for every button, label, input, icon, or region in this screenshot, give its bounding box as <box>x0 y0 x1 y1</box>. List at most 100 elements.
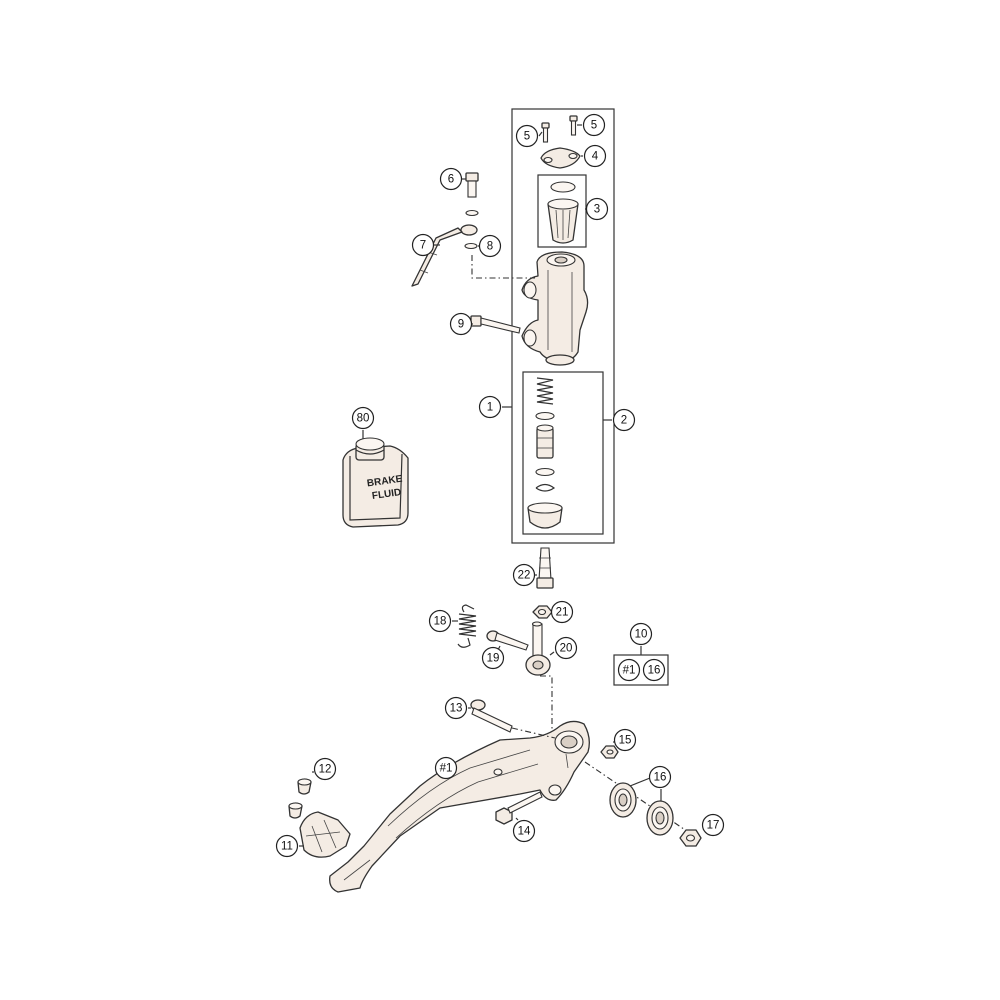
banjo-bolt <box>462 172 479 198</box>
callout-number: 11 <box>281 841 293 853</box>
brake-fluid-bottle <box>342 430 409 528</box>
callout-number: 2 <box>621 415 627 427</box>
callout-number: 16 <box>654 772 667 784</box>
callout-circle <box>478 395 502 419</box>
callout-number: 19 <box>487 653 500 665</box>
callout-circle <box>583 144 607 168</box>
screw-pair <box>538 115 582 143</box>
brake-pedal-kit-box <box>613 646 669 686</box>
callout-circle <box>411 233 435 257</box>
callout-number: 14 <box>518 826 531 838</box>
callout-number: 3 <box>594 204 600 216</box>
pedal-bolt <box>495 791 543 825</box>
pivot-sleeve <box>468 699 513 733</box>
callout-circle <box>449 312 473 336</box>
callout-circle <box>444 696 468 720</box>
callout-circle <box>648 765 672 789</box>
bottle-label-line1: BRAKE <box>366 474 403 490</box>
master-cylinder-body <box>521 251 589 366</box>
callout-circle <box>554 636 578 660</box>
callout-circle <box>428 609 452 633</box>
callout-c8: 8 <box>478 234 502 258</box>
callout-circle <box>439 167 463 191</box>
callout-c5a: 5 <box>515 124 539 148</box>
callout-c19: 19 <box>481 646 505 670</box>
callout-circle <box>585 197 609 221</box>
step-screws <box>288 771 314 819</box>
callout-circle <box>512 563 536 587</box>
callout-number: 21 <box>556 607 569 619</box>
bearing-alignment-line <box>584 761 701 841</box>
clevis-pin <box>486 630 529 651</box>
pivot-alignment-line <box>511 727 556 739</box>
callout-number: 5 <box>524 131 530 143</box>
callout-circle <box>617 658 641 682</box>
pedal-step <box>299 811 351 858</box>
callout-number: 17 <box>707 820 720 832</box>
brake-pedal <box>329 720 590 893</box>
callout-circle <box>512 819 536 843</box>
bottle-label-line2: FLUID <box>371 487 402 502</box>
callout-c9: 9 <box>449 312 473 336</box>
callout-c22: 22 <box>512 563 536 587</box>
callout-number: #1 <box>623 665 636 677</box>
callout-circle <box>642 658 666 682</box>
callout-number: 20 <box>560 643 573 655</box>
callout-c16: 16 <box>648 765 672 789</box>
sealing-washers <box>464 209 479 250</box>
callout-c1: 1 <box>478 395 502 419</box>
callout-c4: 4 <box>583 144 607 168</box>
clevis <box>525 621 555 676</box>
callout-circle <box>313 757 337 781</box>
callout-circle <box>515 124 539 148</box>
callout-c7: 7 <box>411 233 435 257</box>
callout-circle <box>612 408 636 432</box>
callout-number: 6 <box>448 174 454 186</box>
callout-number: 16 <box>648 665 661 677</box>
callout-c12: 12 <box>313 757 337 781</box>
rod-alignment-line <box>540 675 553 736</box>
bearing-left <box>609 777 651 818</box>
hose-alignment-line <box>471 255 535 279</box>
callout-number: 7 <box>420 240 426 252</box>
callout-circle <box>613 728 637 752</box>
callout-number: 15 <box>619 735 632 747</box>
callout-number: 8 <box>487 241 493 253</box>
callout-number: 4 <box>592 151 599 163</box>
callout-c18: 18 <box>428 609 452 633</box>
return-spring <box>452 604 477 648</box>
bearing-right <box>646 789 674 836</box>
pivot-nut <box>679 829 702 847</box>
callout-circle <box>434 756 458 780</box>
callout-c17: 17 <box>701 813 725 837</box>
callout-cb1: #1 <box>617 658 641 682</box>
callout-number: 22 <box>518 570 531 582</box>
callout-number: 80 <box>357 413 370 425</box>
callout-c2: 2 <box>612 408 636 432</box>
callout-circle <box>701 813 725 837</box>
callout-circle <box>582 113 606 137</box>
callout-c21: 21 <box>550 600 574 624</box>
diaphragm-kit <box>537 174 587 248</box>
callout-c5b: 5 <box>582 113 606 137</box>
callout-c6: 6 <box>439 167 463 191</box>
reservoir-cap <box>540 147 583 169</box>
mounting-bolt <box>470 315 521 334</box>
callout-number: #1 <box>440 763 453 775</box>
callout-number: 1 <box>487 402 493 414</box>
callout-c15: 15 <box>613 728 637 752</box>
callout-number: 12 <box>319 764 332 776</box>
callout-cp1: #1 <box>434 756 458 780</box>
callout-c13: 13 <box>444 696 468 720</box>
callout-c80: 80 <box>351 406 375 430</box>
lock-nut <box>532 605 553 619</box>
callout-c20: 20 <box>554 636 578 660</box>
callout-cb16: 16 <box>642 658 666 682</box>
callout-c3: 3 <box>585 197 609 221</box>
callout-c10: 10 <box>629 622 653 646</box>
push-rod <box>535 547 554 589</box>
callout-c11: 11 <box>275 834 299 858</box>
callout-circle <box>351 406 375 430</box>
